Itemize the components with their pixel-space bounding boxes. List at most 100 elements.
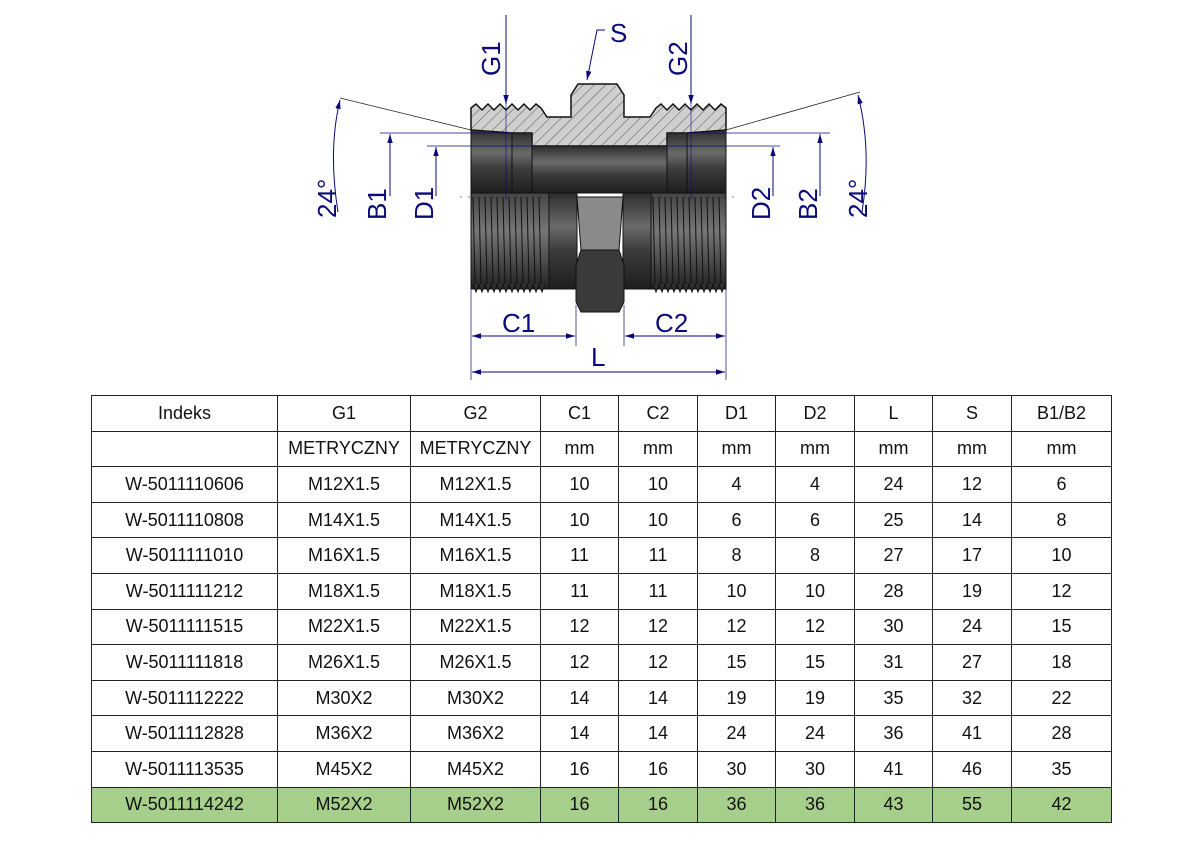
dim-label-angle-left: 24° <box>312 179 342 218</box>
cell-c1: 11 <box>540 572 619 610</box>
cell-d2: mm <box>775 430 855 468</box>
cell-d1: 4 <box>697 466 776 503</box>
thread-tooth <box>658 283 666 294</box>
dim-label-d1: D1 <box>409 187 439 220</box>
cell-d2: 36 <box>775 786 855 824</box>
cell-g2: M22X1.5 <box>410 608 541 646</box>
cell-l: 41 <box>854 750 933 788</box>
dim-label-d2: D2 <box>746 187 776 220</box>
cell-g2: M36X2 <box>410 715 541 752</box>
cell-b1-b2: mm <box>1011 430 1112 468</box>
cell-d2: 12 <box>775 608 855 646</box>
cell-b1-b2: 22 <box>1011 679 1112 717</box>
cell-l: 28 <box>854 572 933 610</box>
cell-b1-b2: 28 <box>1011 715 1112 752</box>
cell-b1-b2: 6 <box>1011 466 1112 503</box>
thread-line <box>478 196 482 285</box>
cell-d1: 30 <box>697 750 776 788</box>
cell-b1-b2: 12 <box>1011 572 1112 610</box>
cell-l: 43 <box>854 786 933 824</box>
cell-index: W-5011110808 <box>91 501 278 539</box>
cell-l: 30 <box>854 608 933 646</box>
cell-g1: M12X1.5 <box>277 466 411 503</box>
cell-s: 24 <box>932 608 1012 646</box>
cell-d1: 8 <box>697 537 776 574</box>
cell-l: mm <box>854 430 933 468</box>
cell-l: L <box>854 395 933 432</box>
thread-tooth <box>520 283 528 294</box>
thread-tooth <box>526 283 534 294</box>
cell-c1: 11 <box>540 537 619 574</box>
cell-c2: 12 <box>618 608 698 646</box>
thread-line <box>502 196 506 285</box>
thread-line <box>658 196 662 285</box>
thread-line <box>670 196 674 285</box>
cell-c1: 10 <box>540 501 619 539</box>
cell-g1: M22X1.5 <box>277 608 411 646</box>
thread-line <box>520 196 524 285</box>
cell-b1-b2: 10 <box>1011 537 1112 574</box>
fitting-section-view <box>470 83 727 194</box>
thread-tooth <box>472 283 480 294</box>
thread-tooth <box>706 283 714 294</box>
dim-label-s: S <box>610 18 627 48</box>
cell-b1-b2: 18 <box>1011 644 1112 681</box>
cell-d1: 24 <box>697 715 776 752</box>
cell-b1-b2: 35 <box>1011 750 1112 788</box>
cell-s: 17 <box>932 537 1012 574</box>
cell-d1: D1 <box>697 395 776 432</box>
cell-index <box>91 430 278 468</box>
cell-b1-b2: 42 <box>1011 786 1112 824</box>
cell-s: 12 <box>932 466 1012 503</box>
thread-line <box>706 196 710 285</box>
cell-c2: 12 <box>618 644 698 681</box>
cell-g1: M52X2 <box>277 786 411 824</box>
thread-line <box>664 196 668 285</box>
thread-tooth <box>490 283 498 294</box>
cell-d1: 19 <box>697 679 776 717</box>
cell-g2: G2 <box>410 395 541 432</box>
cell-g1: METRYCZNY <box>277 430 411 468</box>
thread-line <box>538 196 542 285</box>
thread-tooth <box>496 283 504 294</box>
fitting-external-view <box>470 192 727 313</box>
cell-d1: 12 <box>697 608 776 646</box>
cell-l: 27 <box>854 537 933 574</box>
cell-c2: 10 <box>618 501 698 539</box>
cell-g1: G1 <box>277 395 411 432</box>
cell-c2: 11 <box>618 572 698 610</box>
dim-label-b1: B1 <box>362 188 392 220</box>
cell-c2: 14 <box>618 715 698 752</box>
cell-d2: 15 <box>775 644 855 681</box>
cell-l: 36 <box>854 715 933 752</box>
cell-g2: M45X2 <box>410 750 541 788</box>
thread-tooth <box>670 283 678 294</box>
dim-label-b2: B2 <box>793 188 823 220</box>
cell-s: 41 <box>932 715 1012 752</box>
dim-label-c2: C2 <box>655 308 688 338</box>
dim-label-angle-right: 24° <box>843 179 873 218</box>
cell-index: W-5011111010 <box>91 537 278 574</box>
thread-line <box>484 196 488 285</box>
cell-g2: M26X1.5 <box>410 644 541 681</box>
cell-d2: 8 <box>775 537 855 574</box>
cell-c1: 12 <box>540 608 619 646</box>
cell-index: W-5011114242 <box>91 786 278 824</box>
thread-line <box>526 196 530 285</box>
cell-d1: 36 <box>697 786 776 824</box>
cell-s: 55 <box>932 786 1012 824</box>
cell-l: 31 <box>854 644 933 681</box>
thread-line <box>718 196 722 285</box>
cell-index: W-5011111212 <box>91 572 278 610</box>
cell-g1: M18X1.5 <box>277 572 411 610</box>
dim-label-g1: G1 <box>476 41 506 76</box>
cell-c2: 16 <box>618 750 698 788</box>
cell-c1: 14 <box>540 679 619 717</box>
dim-label-g2: G2 <box>663 41 693 76</box>
